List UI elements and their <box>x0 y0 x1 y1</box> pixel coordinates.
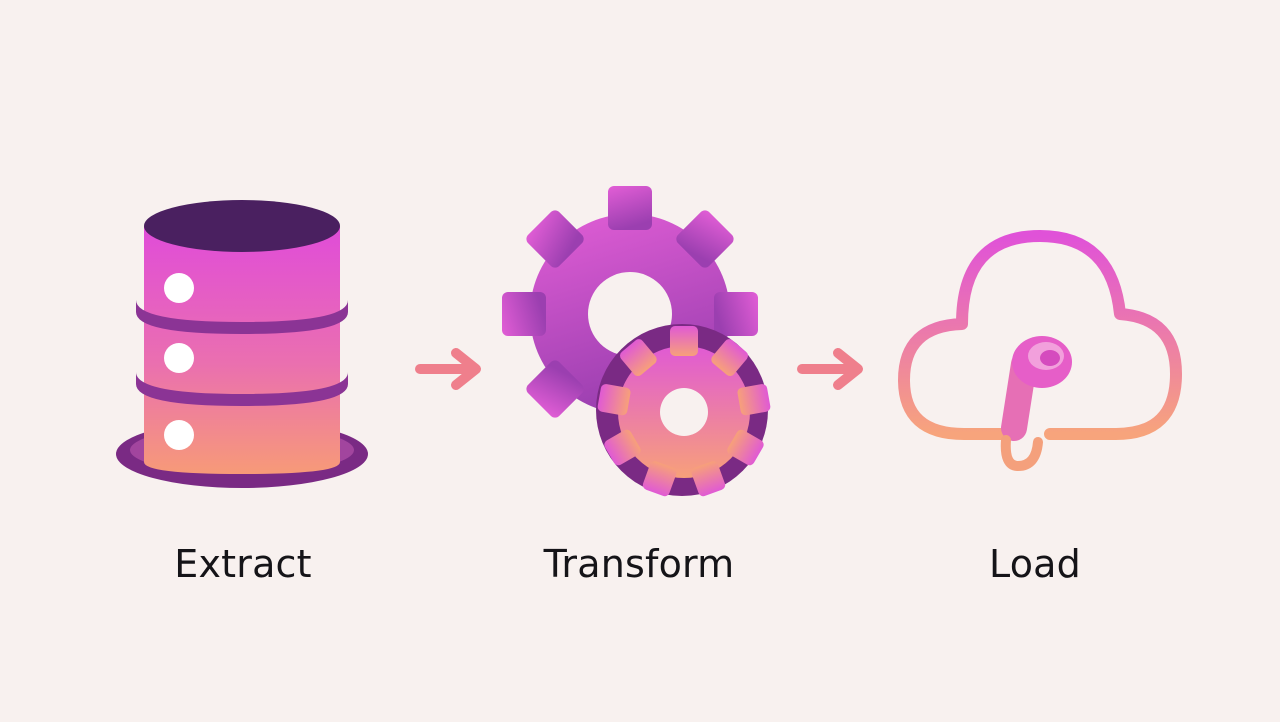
database-icon <box>116 200 368 488</box>
arrow-right-icon <box>797 348 863 390</box>
gears-icon <box>502 186 771 497</box>
arrow-right-icon <box>415 348 481 390</box>
cloud-upload-icon <box>898 230 1182 472</box>
step-label-load: Load <box>989 542 1081 586</box>
step-label-extract: Extract <box>174 542 312 586</box>
step-label-transform: Transform <box>543 542 735 586</box>
